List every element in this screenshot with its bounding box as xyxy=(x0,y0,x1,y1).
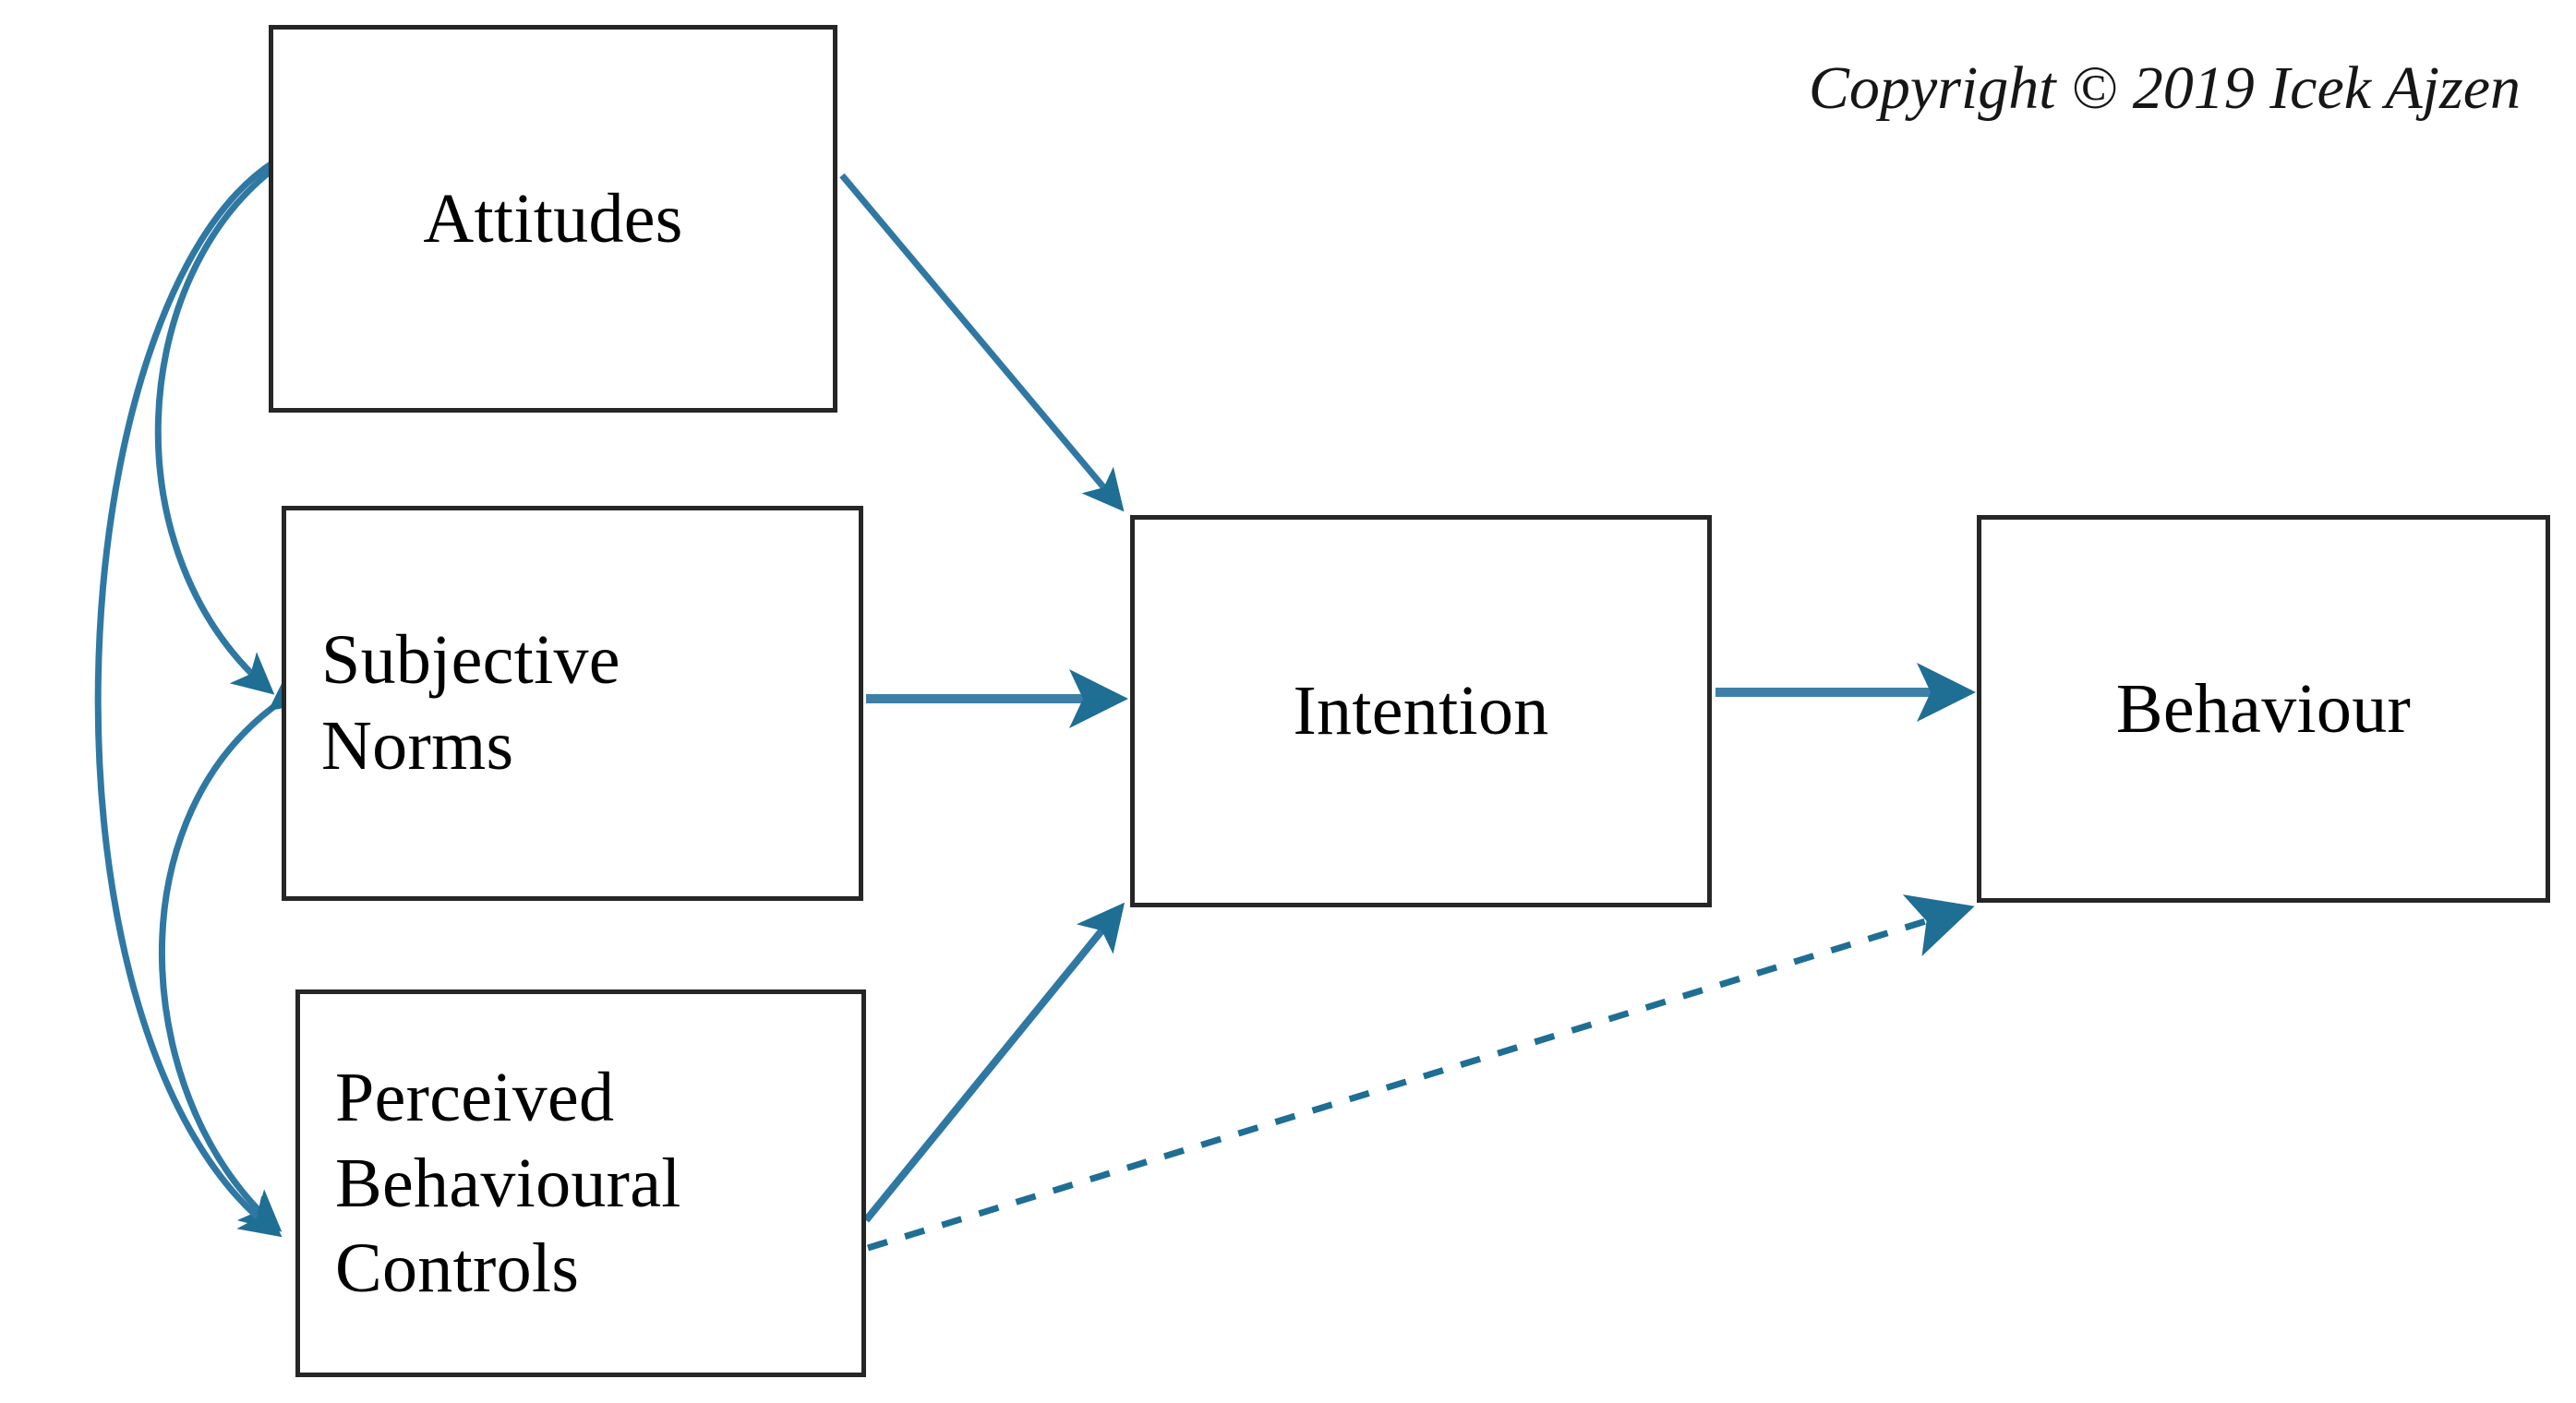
curve-attitudes-perceived-controls xyxy=(94,126,314,1238)
node-intention-label: Intention xyxy=(1293,672,1549,750)
copyright-notice: Copyright © 2019 Icek Ajzen xyxy=(1808,54,2521,122)
arrow-perceived-controls-to-behaviour-dashed xyxy=(866,894,1975,1252)
curve-subjective-norms-perceived-controls xyxy=(158,669,314,1232)
node-behaviour[interactable]: Behaviour xyxy=(1977,515,2550,903)
node-perceived-behavioural-controls[interactable]: Perceived Behavioural Controls xyxy=(295,989,866,1377)
node-behaviour-label: Behaviour xyxy=(2115,669,2412,748)
node-subjective-norms-label: Subjective Norms xyxy=(321,621,620,785)
node-attitudes[interactable]: Attitudes xyxy=(269,25,837,413)
node-subjective-norms[interactable]: Subjective Norms xyxy=(282,506,863,901)
node-perceived-behavioural-controls-label: Perceived Behavioural Controls xyxy=(335,1058,681,1308)
arrow-perceived-controls-to-intention xyxy=(862,902,1125,1223)
node-attitudes-label: Attitudes xyxy=(423,179,683,258)
arrow-attitudes-to-intention xyxy=(839,173,1125,512)
node-intention[interactable]: Intention xyxy=(1130,515,1712,907)
curve-attitudes-subjective-norms xyxy=(154,128,318,695)
